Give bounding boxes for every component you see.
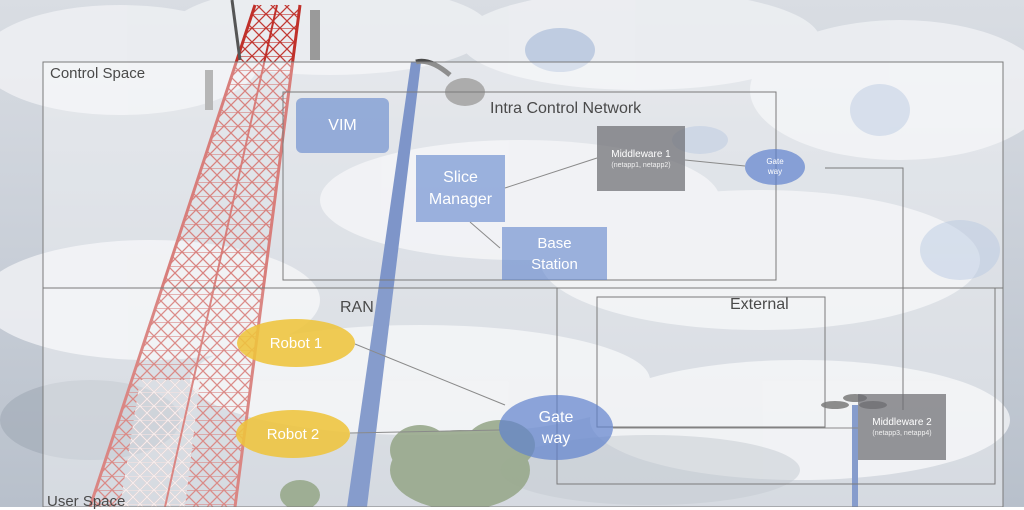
base-station-label-line1: Base (537, 234, 572, 252)
user-space-label: User Space (47, 493, 126, 510)
tower-graphic (88, 0, 320, 507)
slice-manager-node: Slice Manager (416, 155, 505, 222)
vim-node: VIM (296, 98, 389, 153)
base-station-node: Base Station (502, 227, 607, 280)
middleware-1-title: Middleware 1 (611, 148, 671, 160)
gateway-ran-node: Gate way (499, 395, 613, 460)
middleware-2-title: Middleware 2 (872, 417, 932, 428)
gateway-small-label-line2: way (767, 167, 783, 176)
middleware-1-node: Middleware 1 (netapp1, netapp2) (597, 126, 685, 191)
control-space-label: Control Space (50, 65, 146, 82)
slice-manager-label-line2: Manager (428, 190, 493, 208)
robot-2-node: Robot 2 (236, 410, 350, 458)
gateway-small-label-line1: Gate (766, 157, 784, 166)
middleware-2-node: Middleware 2 (netapp3, netapp4) (858, 394, 946, 460)
gateway-ran-label-line1: Gate (538, 408, 574, 426)
robot-2-label: Robot 2 (266, 425, 320, 443)
tree-graphic (280, 420, 535, 507)
ran-label: RAN (340, 299, 374, 316)
slice-manager-label-line1: Slice (443, 168, 478, 186)
robot-1-node: Robot 1 (237, 319, 355, 367)
vim-label: VIM (328, 116, 357, 134)
base-station-label-line2: Station (531, 255, 578, 273)
gateway-ran-label-line2: way (541, 429, 571, 447)
robot-1-label: Robot 1 (269, 334, 323, 352)
middleware-2-apps: (netapp3, netapp4) (872, 430, 932, 437)
middleware-1-apps: (netapp1, netapp2) (611, 161, 671, 169)
intra-control-network-label: Intra Control Network (490, 100, 642, 117)
external-label: External (730, 296, 789, 313)
gateway-small-node: Gate way (745, 149, 805, 185)
